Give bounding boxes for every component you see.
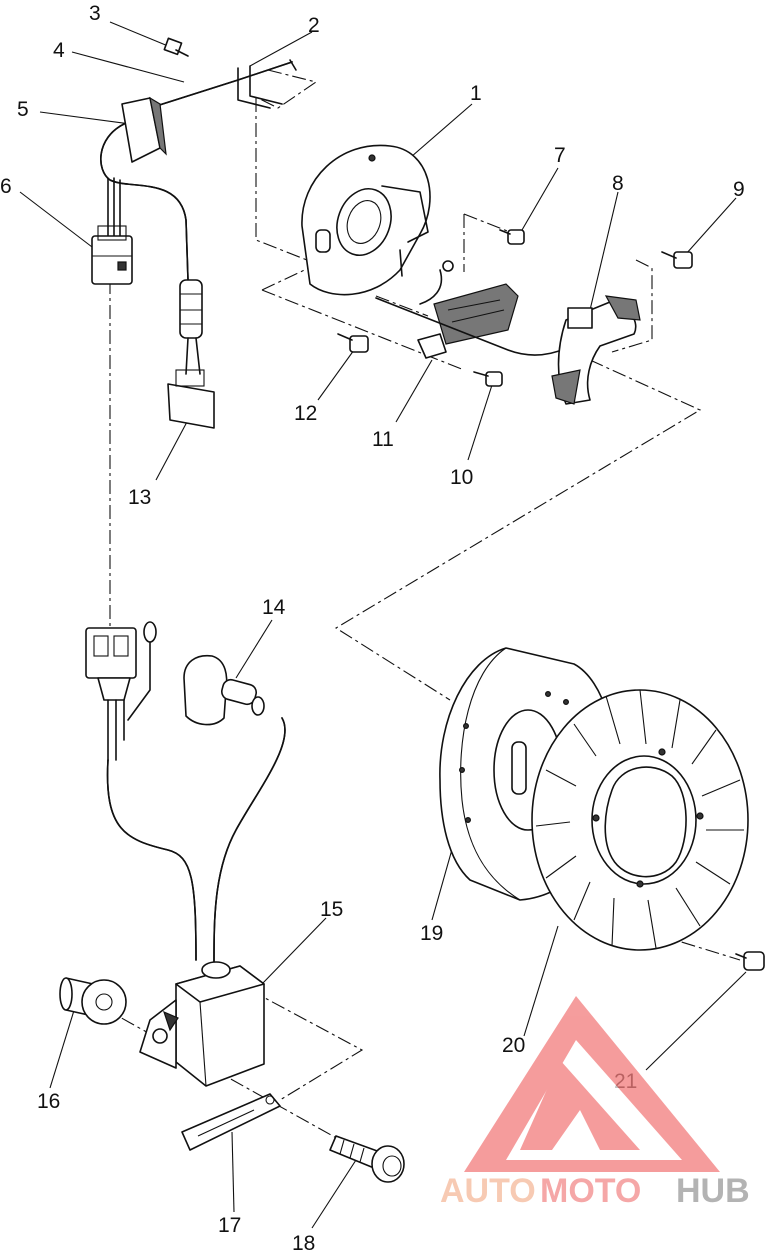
part-14-spark-cap bbox=[183, 654, 265, 726]
callout-1: 1 bbox=[470, 82, 482, 105]
callout-3: 3 bbox=[89, 2, 101, 25]
callout-20: 20 bbox=[502, 1034, 525, 1057]
part-11-pickup bbox=[375, 260, 581, 359]
part-21-screw bbox=[735, 951, 765, 971]
part-13-connector bbox=[167, 279, 215, 429]
watermark-moto: MOTO bbox=[540, 1172, 641, 1210]
part-17-ground-strap bbox=[181, 1093, 281, 1151]
part-7-screw bbox=[499, 229, 525, 245]
part-9-screw bbox=[661, 251, 693, 269]
callout-2: 2 bbox=[308, 14, 320, 37]
callout-15: 15 bbox=[320, 898, 343, 921]
part-5-grommet bbox=[121, 96, 167, 163]
callout-8: 8 bbox=[612, 172, 624, 195]
callout-14: 14 bbox=[262, 596, 286, 619]
callout-10: 10 bbox=[450, 466, 473, 489]
callout-numbers: 1 2 3 4 5 6 7 8 9 10 11 12 13 14 15 16 1… bbox=[0, 2, 745, 1252]
callout-17: 17 bbox=[218, 1214, 241, 1237]
leader-lines bbox=[19, 21, 747, 1229]
part-16-bushing bbox=[59, 977, 127, 1025]
watermark-auto: AUTO bbox=[440, 1172, 536, 1210]
callout-19: 19 bbox=[420, 922, 443, 945]
callout-18: 18 bbox=[292, 1232, 315, 1252]
callout-4: 4 bbox=[53, 39, 65, 62]
callout-6: 6 bbox=[0, 175, 12, 198]
part-12-screw bbox=[337, 333, 369, 353]
callout-12: 12 bbox=[294, 402, 317, 425]
callout-13: 13 bbox=[128, 486, 151, 509]
callout-16: 16 bbox=[37, 1090, 60, 1113]
part-20-fan bbox=[531, 689, 749, 951]
callout-7: 7 bbox=[554, 144, 566, 167]
upper-wire-harness bbox=[100, 59, 297, 281]
watermark-logo-icon bbox=[464, 996, 720, 1172]
lower-harness bbox=[85, 621, 286, 963]
part-6-connector bbox=[91, 225, 133, 285]
part-10-screw bbox=[473, 371, 503, 387]
watermark-hub: HUB bbox=[676, 1172, 750, 1210]
part-3-screw bbox=[163, 37, 189, 57]
callout-9: 9 bbox=[733, 178, 745, 201]
part-1-stator-plate bbox=[301, 144, 431, 296]
callout-5: 5 bbox=[17, 98, 29, 121]
part-15-ignition-coil bbox=[139, 961, 265, 1087]
watermark: AUTO MOTO HUB bbox=[440, 996, 750, 1210]
part-18-bolt bbox=[329, 1135, 405, 1183]
callout-11: 11 bbox=[372, 428, 394, 451]
part-8-bracket bbox=[551, 295, 641, 405]
